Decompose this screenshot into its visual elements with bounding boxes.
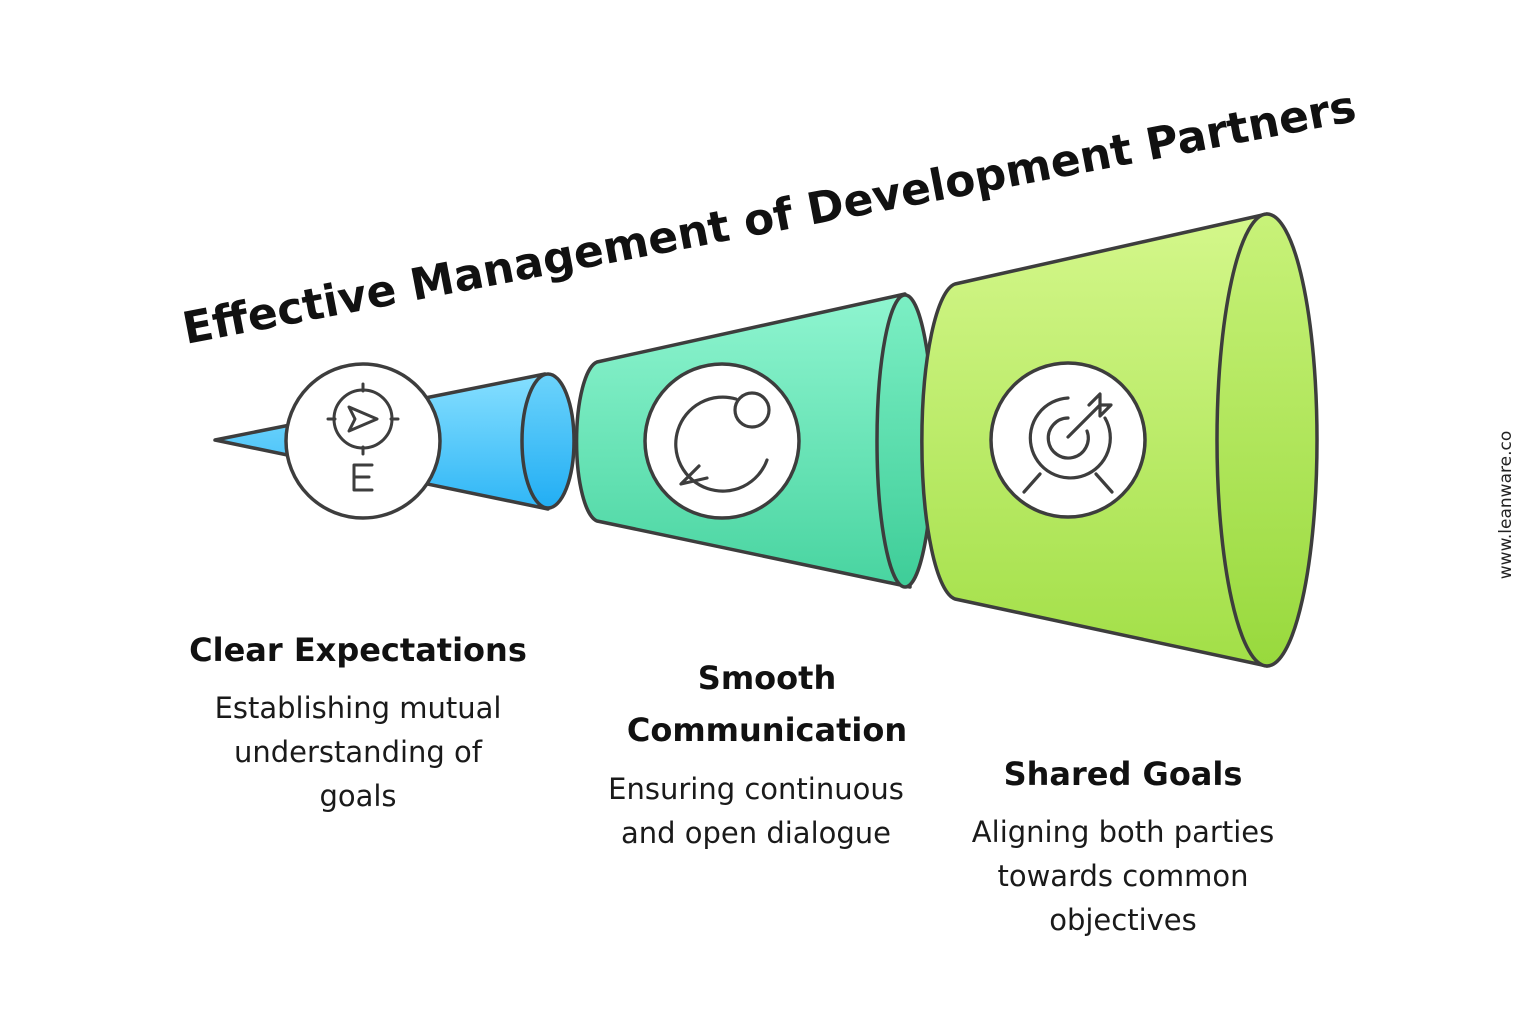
funnel-segment-3-end bbox=[1215, 212, 1319, 668]
funnel-segment-1-end bbox=[520, 372, 576, 510]
stage-2-icon-badge bbox=[643, 362, 801, 520]
watermark-text: www.leanware.co bbox=[1496, 430, 1516, 580]
stage-2-description: Ensuring continuous and open dialogue bbox=[608, 772, 904, 850]
stage-1-icon-badge bbox=[284, 362, 442, 520]
stage-3-icon-badge bbox=[989, 361, 1147, 519]
stage-1-description: Establishing mutual understanding of goa… bbox=[214, 691, 502, 813]
compass-icon bbox=[326, 382, 400, 492]
stage-3-description: Aligning both parties towards common obj… bbox=[971, 815, 1275, 937]
stage-1-title: Clear Expectations bbox=[189, 631, 527, 669]
stage-2-title: Smooth Communication bbox=[626, 659, 908, 749]
stage-3-title: Shared Goals bbox=[1003, 755, 1243, 793]
chat-bubble-icon bbox=[674, 391, 771, 493]
target-arrow-icon bbox=[1022, 392, 1114, 494]
